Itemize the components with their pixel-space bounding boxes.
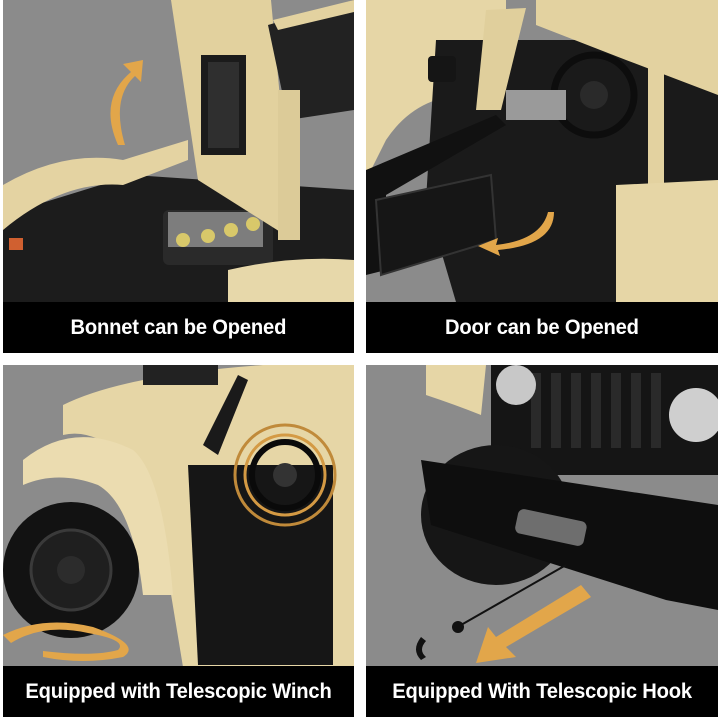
- open-arrow-icon: [110, 60, 143, 145]
- feature-panel-hook: Equipped With Telescopic Hook: [366, 365, 718, 717]
- caption-text: Equipped With Telescopic Hook: [392, 679, 692, 703]
- caption-bar: Equipped With Telescopic Hook: [366, 666, 718, 717]
- caption-text: Equipped with Telescopic Winch: [25, 679, 332, 703]
- caption-text: Bonnet can be Opened: [70, 315, 287, 339]
- caption-bar: Door can be Opened: [366, 302, 718, 353]
- feature-panel-bonnet: Bonnet can be Opened: [3, 0, 354, 353]
- feature-panel-winch: Equipped with Telescopic Winch: [3, 365, 354, 717]
- caption-bar: Equipped with Telescopic Winch: [3, 666, 354, 717]
- bonnet-photo: [3, 0, 354, 302]
- caption-text: Door can be Opened: [445, 315, 639, 339]
- caption-bar: Bonnet can be Opened: [3, 302, 354, 353]
- door-photo: [366, 0, 718, 302]
- swing-arrow-icon: [478, 212, 554, 256]
- rotate-arrow-icon: [3, 622, 129, 661]
- feature-panel-door: Door can be Opened: [366, 0, 718, 353]
- hook-photo: [366, 365, 718, 667]
- winch-photo: [3, 365, 354, 667]
- pull-arrow-icon: [476, 585, 591, 663]
- hook-icon: [416, 637, 426, 660]
